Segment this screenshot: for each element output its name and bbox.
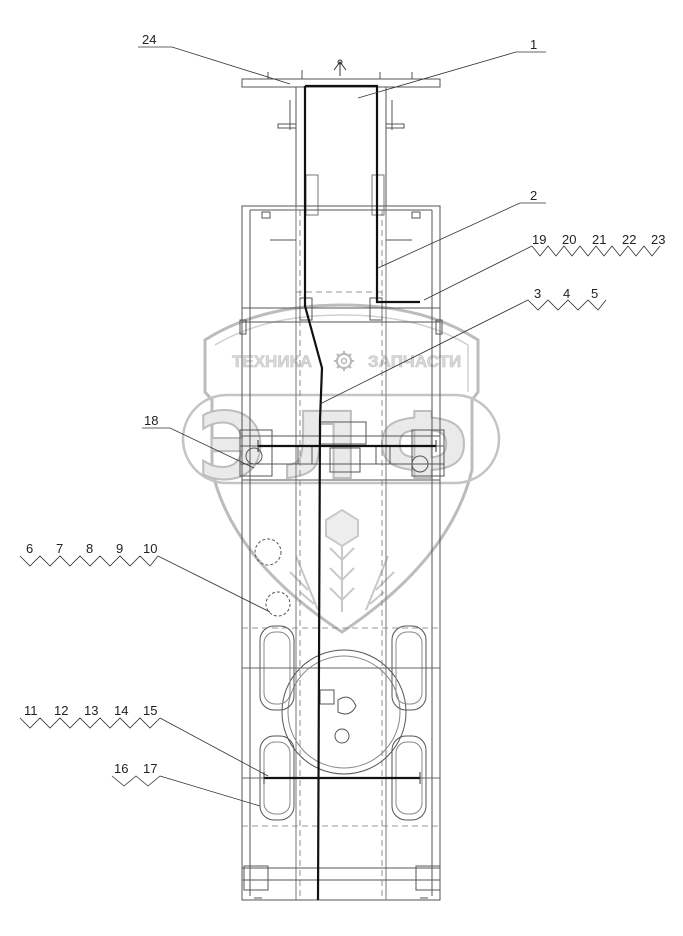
callout-22: 22 (622, 232, 636, 247)
wiring-harness (258, 84, 436, 901)
callout-14: 14 (114, 703, 128, 718)
callout-3: 3 (534, 286, 541, 301)
main-harness-line (303, 86, 324, 901)
callout-18: 18 (144, 413, 158, 428)
callout-11: 11 (24, 703, 38, 718)
callout-19: 19 (532, 232, 546, 247)
watermark-right-word: ЗАПЧАСТИ (368, 352, 461, 371)
callout-6: 6 (26, 541, 33, 556)
callout-17: 17 (143, 761, 157, 776)
callout-labels: 24 1 2 19 20 21 22 23 3 4 5 18 6 7 8 9 1… (24, 32, 665, 776)
wheat-emblem-icon (289, 508, 395, 612)
callout-4: 4 (563, 286, 570, 301)
callout-8: 8 (86, 541, 93, 556)
dashed-guides (242, 210, 440, 900)
callout-15: 15 (143, 703, 157, 718)
watermark: ТЕХНИКА ЗАПЧАСТИ ЭЛФ (181, 303, 501, 634)
callout-21: 21 (592, 232, 606, 247)
watermark-banner (181, 393, 501, 485)
callout-13: 13 (84, 703, 98, 718)
callout-10: 10 (143, 541, 157, 556)
callout-20: 20 (562, 232, 576, 247)
callout-2: 2 (530, 188, 537, 203)
callout-9: 9 (116, 541, 123, 556)
callout-23: 23 (651, 232, 665, 247)
chassis-frame (239, 70, 445, 901)
callout-12: 12 (54, 703, 68, 718)
watermark-left-word: ТЕХНИКА (232, 352, 312, 371)
callout-5: 5 (591, 286, 598, 301)
callout-1: 1 (530, 37, 537, 52)
top-connector-line (305, 84, 420, 304)
harness-details (257, 59, 437, 784)
callout-7: 7 (56, 541, 63, 556)
callout-leaders (19, 46, 661, 807)
callout-16: 16 (114, 761, 128, 776)
gear-icon (334, 351, 354, 371)
callout-24: 24 (142, 32, 156, 47)
